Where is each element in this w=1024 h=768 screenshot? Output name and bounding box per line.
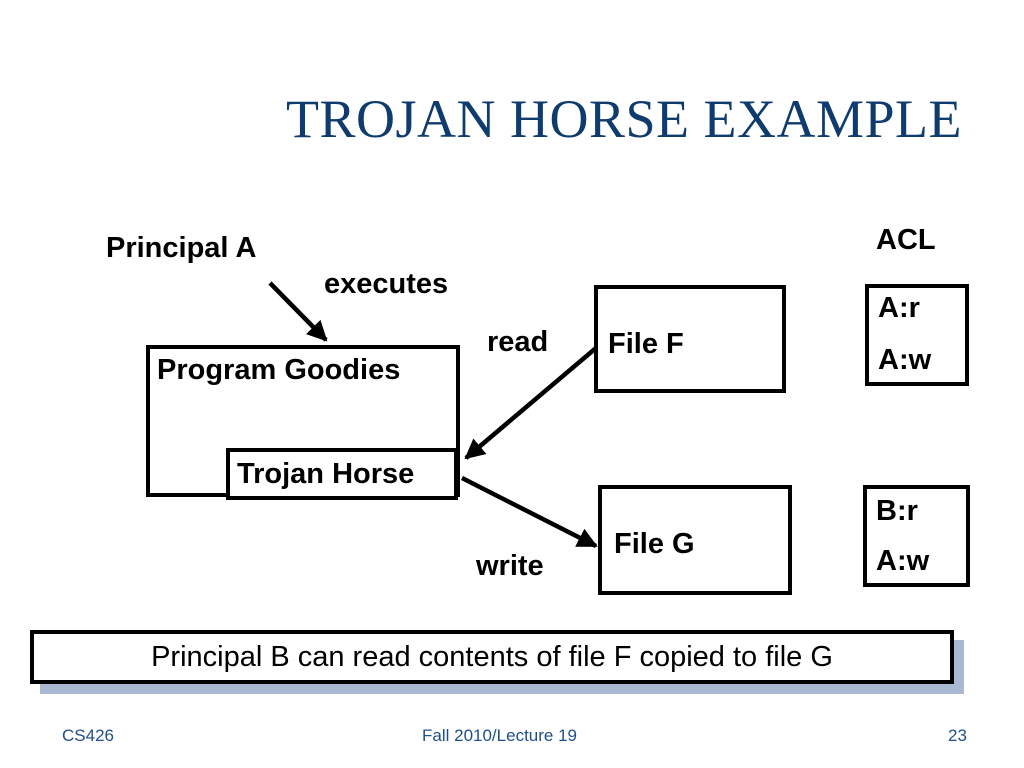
summary-text: Principal B can read contents of file F … (151, 641, 833, 673)
file-f-box: File F (594, 285, 786, 393)
slide-title: TROJAN HORSE EXAMPLE (285, 89, 962, 149)
acl-header: ACL (876, 224, 936, 256)
file-f-label: File F (608, 328, 684, 360)
read-label: read (487, 326, 549, 358)
read-arrow (464, 346, 598, 460)
acl-f-box: A:r A:w (865, 284, 969, 386)
program-goodies-label: Program Goodies (157, 354, 401, 386)
acl-f-entry: A:w (878, 344, 932, 376)
executes-label: executes (324, 268, 449, 300)
file-g-label: File G (614, 528, 695, 560)
acl-f-entry: A:r (878, 292, 920, 324)
acl-g-entry: B:r (876, 495, 918, 527)
footer-lecture: Fall 2010/Lecture 19 (422, 726, 577, 745)
footer-course: CS426 (62, 726, 114, 745)
write-label: write (476, 550, 544, 582)
executes-arrow (268, 281, 328, 342)
file-g-box: File G (598, 485, 792, 595)
footer-page-number: 23 (948, 726, 967, 745)
trojan-horse-label: Trojan Horse (237, 458, 415, 490)
write-arrow (460, 475, 598, 549)
acl-g-box: B:r A:w (863, 485, 970, 587)
trojan-horse-box: Trojan Horse (226, 448, 458, 500)
principal-a-label: Principal A (106, 232, 257, 264)
acl-g-entry: A:w (876, 545, 930, 577)
summary-box: Principal B can read contents of file F … (30, 630, 954, 684)
